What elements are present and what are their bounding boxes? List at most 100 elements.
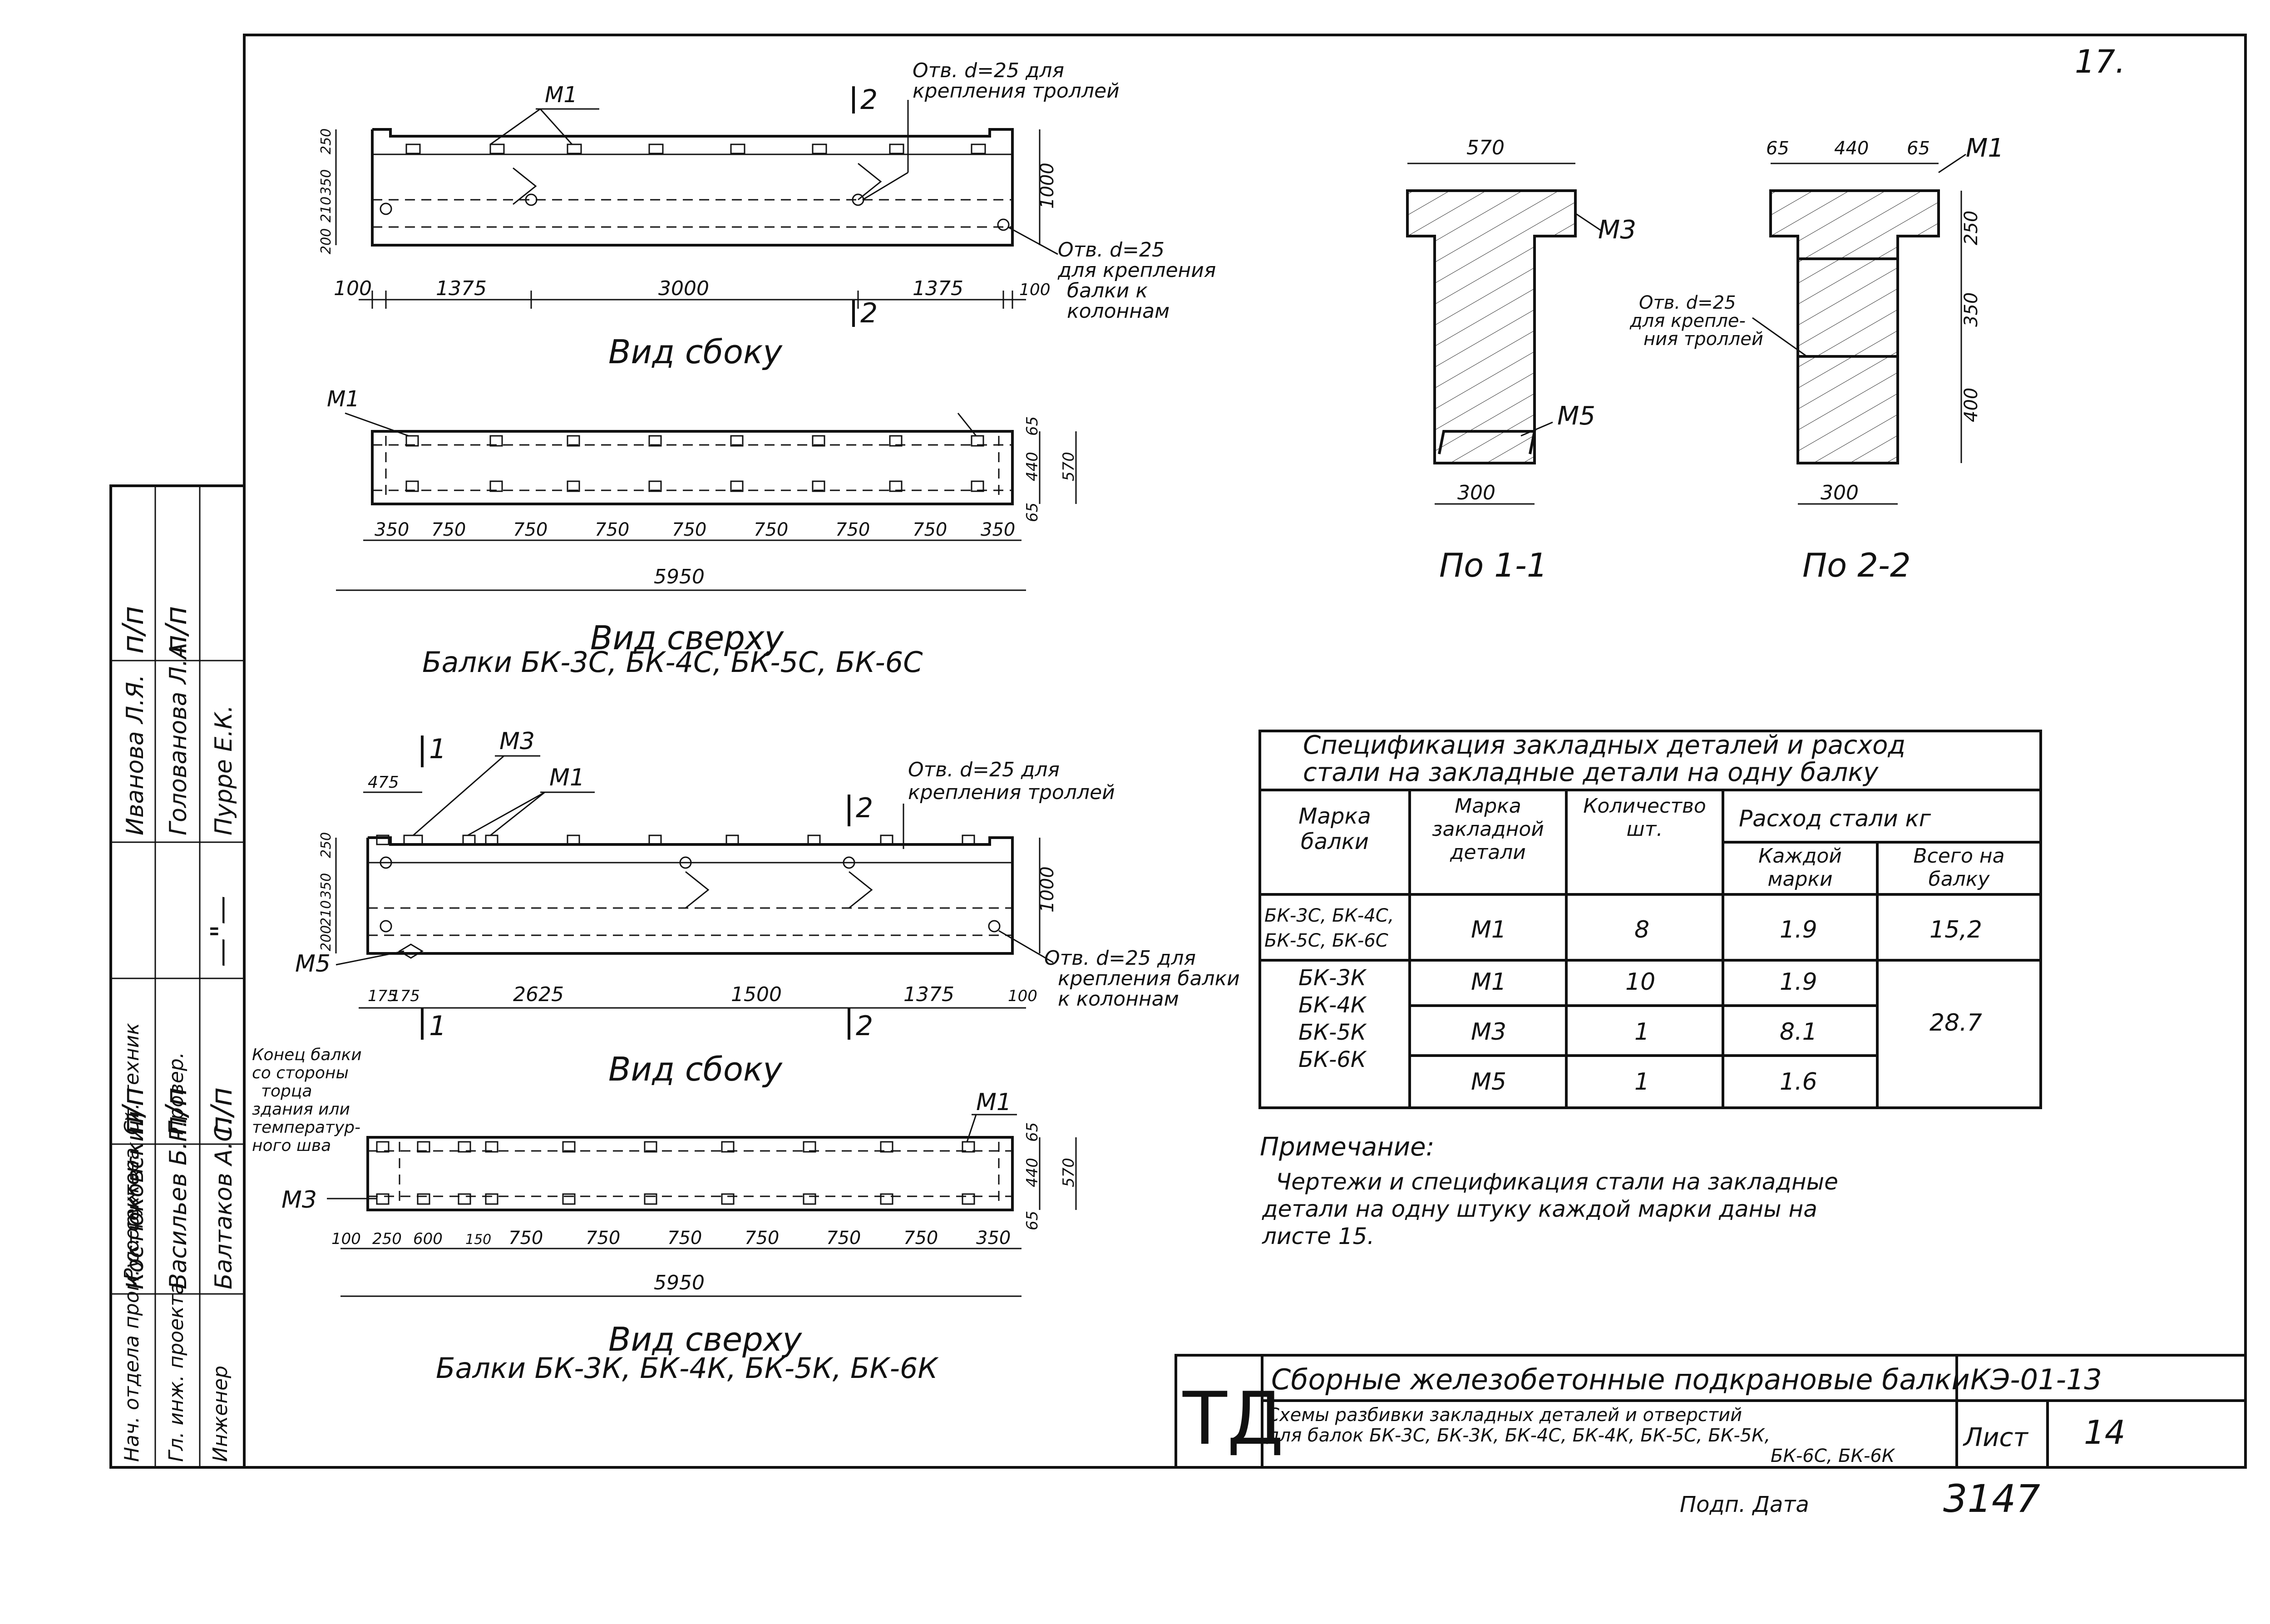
bp-right-3: 65 [1023,1211,1041,1230]
s22-dim-bottom: 300 [1821,481,1859,504]
note-line-3: листе 15. [1262,1223,1374,1249]
bp-end-4: здания или [252,1100,350,1119]
bp-dim-3: 600 [413,1230,443,1248]
bs-dim-5: 1375 [903,983,954,1006]
bs-caption: Вид сбоку [608,1050,783,1088]
s22-hole-2: для крепле- [1629,311,1746,331]
section-1-1: 570 300 М3 М5 По 1-1 [1406,136,1636,584]
g2-total: 28.7 [1930,1009,1982,1037]
bp-dim-2: 250 [372,1230,402,1248]
top-plan-view: М1 350 750 750 750 750 750 750 750 350 5… [327,386,1078,679]
name-2: Васильев Б.Р. [165,1120,192,1289]
bp-right-1: 65 [1023,1122,1041,1142]
g2-beam-3: БК-5К [1298,1020,1367,1045]
s22-dim-top-1: 65 [1766,138,1789,159]
name-5: Иванова Л.Я. [122,674,149,835]
tb-title: Сборные железобетонные подкрановые балки [1271,1363,1970,1396]
role-1: Нач. отдела пром. сооружен. [120,1154,143,1462]
note-line-2: детали на одну штуку каждой марки даны н… [1262,1196,1817,1222]
signed-5: п/п [205,1087,239,1135]
top-side-view: М1 2 2 Отв. d=25 для крепления троллей О… [318,59,1216,371]
top-side-dim-3: 3000 [658,277,709,300]
signed-1: п/п [117,606,150,654]
bp-caption: Вид сверху [608,1320,802,1358]
signed-4: п/п [160,1087,193,1135]
top-plan-dim-1: 350 [375,519,409,540]
bp-dim-7: 750 [667,1228,702,1249]
top-right-note-1: Отв. d=25 [1058,238,1165,262]
g2-part-3: М5 [1471,1068,1506,1096]
spec-title-1: Спецификация закладных деталей и расход [1303,731,1905,760]
s11-m3: М3 [1598,215,1636,245]
bp-m1: М1 [976,1089,1012,1116]
bs-left-2: 350 [318,873,334,899]
g1-each: 1.9 [1780,916,1817,943]
s22-hole-3: ния троллей [1643,329,1763,350]
top-side-section-mark: 2 [860,84,878,116]
bp-end-5: температур- [252,1118,360,1137]
top-plan-right-1: 65 [1023,416,1041,436]
bp-dim-9: 750 [826,1228,861,1249]
top-plan-total: 5950 [654,565,705,588]
s22-dim-top-2: 440 [1834,138,1869,159]
top-plan-subcaption: Балки БК-3С, БК-4С, БК-5С, БК-6С [422,646,923,679]
name-1: Костюковский [122,1111,149,1289]
s11-dim-bottom: 300 [1457,481,1495,504]
top-plan-dim-7: 750 [835,519,870,540]
bs-dim-6: 100 [1008,987,1037,1005]
bs-left-4: 200 [318,925,334,951]
bs-dim-2: 175 [390,987,420,1005]
role-5: Инженер [209,1366,232,1462]
g2-beam-4: БК-6К [1298,1047,1367,1072]
top-plan-dim-9: 350 [981,519,1015,540]
g2-each-2: 8.1 [1780,1018,1817,1046]
top-right-note-4: колоннам [1067,300,1170,323]
s22-caption: По 2-2 [1802,546,1911,584]
bp-dim-5: 750 [508,1228,543,1249]
tb-sheet-number: 14 [2084,1413,2126,1451]
bs-m1: М1 [549,764,585,791]
hdr-each: Каждой марки [1758,844,1842,891]
top-side-dim-4: 1375 [913,277,963,300]
tb-subtitle-3: БК-6С, БК-6К [1771,1446,1895,1466]
bs-dim-1: 175 [368,987,397,1005]
bs-left-1: 250 [318,832,334,858]
bs-hole-right-2: крепления балки [1058,967,1240,990]
bp-dim-8: 750 [745,1228,779,1249]
bp-end-2: со стороны [252,1064,349,1082]
top-right-note-3: балки к [1067,279,1148,302]
tb-subtitle-2: для балок БК-3С, БК-3К, БК-4С, БК-4К, БК… [1266,1425,1770,1446]
g1-beam-1: БК-3С, БК-4С, [1264,905,1394,926]
role-7: Провер. [165,1052,188,1135]
bs-section-2-bottom: 2 [856,1010,873,1042]
top-plan-dim-5: 750 [672,519,706,540]
top-side-m1: М1 [545,82,577,108]
signature-column: Нач. отдела пром. сооружен. Рук. сектора… [109,484,246,1469]
sheet-corner-number: 17. [2075,43,2125,80]
bottom-plan-view: М3 М1 Конец балки со стороны торца здани… [252,1046,1078,1385]
s22-hole-1: Отв. d=25 [1639,292,1736,313]
bp-dim-11: 350 [976,1228,1011,1249]
bs-hole-right-3: к колоннам [1058,987,1179,1011]
name-6: Голованова Л.А. [165,635,192,835]
bp-right-2: 440 [1023,1158,1041,1187]
stamp-number: 3147 [1943,1476,2040,1521]
g2-each-1: 1.9 [1780,968,1817,996]
name-3: Балтаков А.С. [210,1118,237,1289]
g2-qty-3: 1 [1634,1068,1649,1096]
g1-part: М1 [1471,916,1506,943]
top-plan-caption: Вид сверху [590,619,784,657]
bp-end-1: Конец балки [252,1046,362,1064]
bs-section-1-bottom: 1 [429,1010,446,1042]
top-plan-dim-3: 750 [513,519,548,540]
s22-dim-top-3: 65 [1907,138,1930,159]
role-6: Ст. техник [120,1023,143,1135]
top-plan-dim-4: 750 [595,519,629,540]
bs-hole-top-2: крепления троллей [908,781,1115,804]
top-side-left-2: 350 [318,169,334,195]
bp-total: 5950 [654,1271,705,1294]
note-title: Примечание: [1260,1132,1434,1162]
note: Примечание: Чертежи и спецификация стали… [1260,1132,1838,1249]
signed-3: п/п [117,1087,150,1135]
